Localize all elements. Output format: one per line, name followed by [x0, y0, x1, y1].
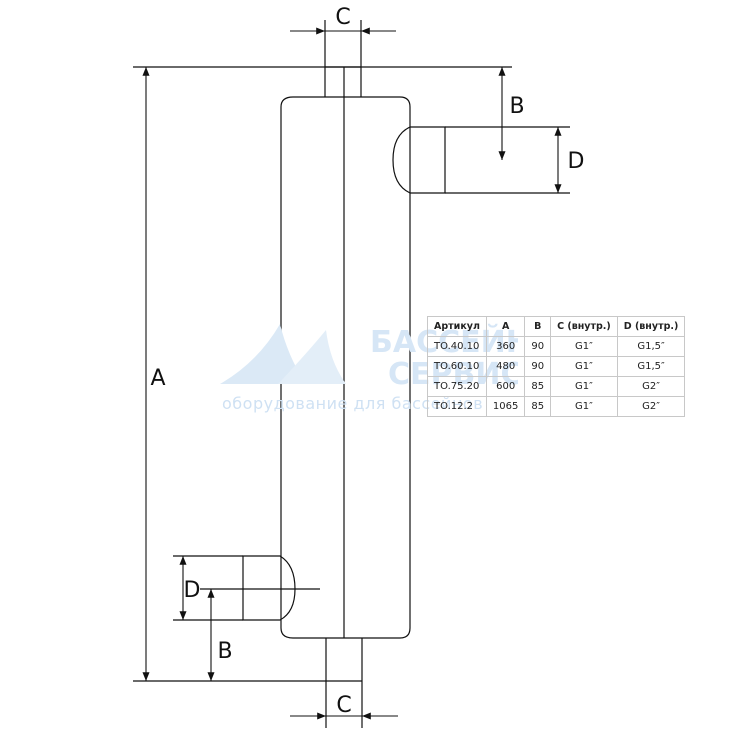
- table-row: TO.60.10 480 90 G1″ G1,5″: [427, 356, 686, 377]
- cell-article: TO.12.2: [427, 396, 487, 417]
- cell-b: 90: [524, 336, 552, 357]
- cell-a: 600: [485, 376, 526, 397]
- cell-c: G1″: [550, 376, 618, 397]
- dim-b-top-label: B: [509, 94, 524, 119]
- cell-c: G1″: [550, 356, 618, 377]
- cell-article: TO.75.20: [427, 376, 487, 397]
- cell-a: 360: [485, 336, 526, 357]
- spec-table: Артикул A B C (внутр.) D (внутр.) TO.40.…: [427, 316, 686, 417]
- header-c: C (внутр.): [550, 316, 618, 337]
- cell-c: G1″: [550, 396, 618, 417]
- watermark-tagline: оборудование для бассейнов: [222, 394, 484, 413]
- cell-d: G1,5″: [616, 336, 686, 357]
- body-outline: [280, 96, 411, 639]
- table-row: TO.40.10 360 90 G1″ G1,5″: [427, 336, 686, 357]
- table-row: TO.75.20 600 85 G1″ G2″: [427, 376, 686, 397]
- spec-header-row: Артикул A B C (внутр.) D (внутр.): [427, 316, 686, 337]
- dim-d-bottom-label: D: [184, 578, 201, 603]
- cell-b: 85: [524, 396, 552, 417]
- bottom-nozzle: [242, 555, 296, 621]
- cell-b: 90: [524, 356, 552, 377]
- dim-c-bottom-label: C: [336, 693, 351, 718]
- table-row: TO.12.2 1065 85 G1″ G2″: [427, 396, 686, 417]
- cell-d: G2″: [616, 396, 686, 417]
- header-b: B: [524, 316, 552, 337]
- header-a: A: [485, 316, 526, 337]
- cell-a: 1065: [485, 396, 526, 417]
- cell-a: 480: [485, 356, 526, 377]
- header-article: Артикул: [427, 316, 487, 337]
- cell-article: TO.60.10: [427, 356, 487, 377]
- header-d: D (внутр.): [616, 316, 686, 337]
- dim-b-bottom-label: B: [217, 639, 232, 664]
- top-nozzle: [392, 126, 446, 194]
- cell-c: G1″: [550, 336, 618, 357]
- dim-c-top-label: C: [335, 5, 350, 30]
- dim-a-label: A: [150, 366, 165, 391]
- cell-d: G1,5″: [616, 356, 686, 377]
- cell-d: G2″: [616, 376, 686, 397]
- cell-article: TO.40.10: [427, 336, 487, 357]
- cell-b: 85: [524, 376, 552, 397]
- dim-d-top-label: D: [568, 149, 585, 174]
